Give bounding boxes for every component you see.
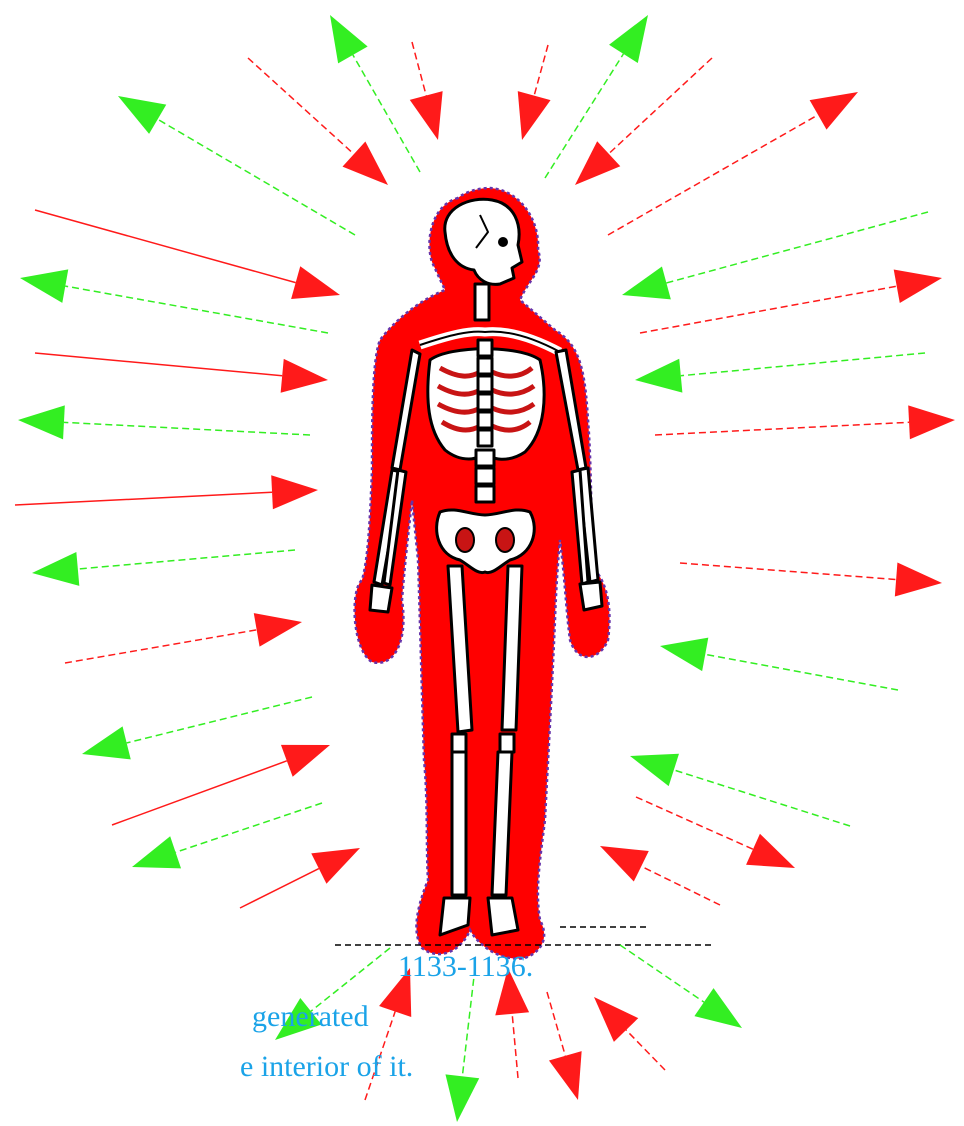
inward-arrow bbox=[495, 968, 529, 1078]
inward-arrow bbox=[35, 210, 340, 299]
arrow-shaft bbox=[547, 992, 565, 1056]
outward-arrow bbox=[32, 550, 295, 586]
outward-arrow bbox=[118, 96, 355, 235]
arrow-shaft bbox=[112, 761, 287, 825]
arrow-shaft bbox=[680, 563, 896, 579]
arrow-shaft bbox=[65, 286, 328, 333]
arrow-shaft bbox=[609, 58, 712, 154]
outward-arrow bbox=[82, 697, 312, 759]
arrow-shaft bbox=[674, 770, 850, 826]
caption-line-2: generated bbox=[252, 1002, 369, 1032]
outward-arrow bbox=[18, 405, 310, 439]
inward-arrow bbox=[640, 270, 942, 333]
arrow-head bbox=[32, 552, 79, 586]
arrow-head bbox=[18, 405, 65, 439]
outward-arrow bbox=[660, 638, 898, 690]
outward-arrow bbox=[630, 754, 850, 826]
arrow-shaft bbox=[626, 1030, 665, 1070]
caption-line-3: e interior of it. bbox=[240, 1052, 413, 1082]
arrow-head bbox=[445, 1074, 479, 1122]
arrow-shaft bbox=[158, 119, 355, 235]
inward-arrow bbox=[410, 42, 443, 140]
arrow-shaft bbox=[512, 1014, 518, 1078]
inward-arrow bbox=[35, 353, 328, 393]
arrow-shaft bbox=[35, 353, 282, 376]
arrow-head bbox=[20, 269, 68, 302]
arrow-head bbox=[82, 726, 131, 759]
inward-arrow bbox=[547, 992, 582, 1100]
outward-arrow bbox=[620, 945, 742, 1028]
caption-line-1: 1133-1136. bbox=[398, 952, 533, 982]
arrow-head bbox=[600, 846, 649, 882]
arrow-head bbox=[894, 270, 942, 303]
inward-arrow bbox=[15, 475, 318, 509]
outward-arrow bbox=[132, 803, 322, 868]
arrow-head bbox=[622, 267, 671, 300]
arrow-shaft bbox=[641, 866, 720, 905]
arrow-head bbox=[330, 15, 368, 63]
arrow-head bbox=[810, 92, 858, 130]
inward-arrow bbox=[575, 58, 712, 185]
arrow-shaft bbox=[705, 654, 898, 690]
arrow-head bbox=[311, 848, 360, 884]
inward-arrow bbox=[655, 405, 955, 439]
spine bbox=[476, 340, 494, 502]
arrow-head bbox=[291, 266, 340, 299]
neck bbox=[475, 284, 489, 320]
outward-arrow bbox=[330, 15, 420, 172]
arrow-shaft bbox=[176, 803, 322, 852]
outward-arrow bbox=[445, 968, 479, 1122]
inward-arrow bbox=[248, 58, 388, 185]
arrow-shaft bbox=[534, 45, 548, 96]
arrow-head bbox=[343, 142, 388, 185]
inward-arrow bbox=[594, 997, 665, 1070]
arrow-shaft bbox=[640, 286, 897, 333]
inward-arrow bbox=[680, 563, 942, 597]
arrow-head bbox=[549, 1051, 582, 1100]
arrow-head bbox=[410, 91, 443, 140]
inward-arrow bbox=[600, 846, 720, 905]
arrow-head bbox=[895, 563, 942, 597]
arrow-shaft bbox=[636, 797, 753, 849]
arrow-shaft bbox=[15, 492, 272, 505]
arrow-shaft bbox=[248, 58, 354, 154]
arrow-shaft bbox=[65, 630, 257, 663]
arrow-shaft bbox=[620, 945, 704, 1002]
arrow-shaft bbox=[655, 422, 909, 435]
arrow-shaft bbox=[64, 422, 310, 435]
arrow-shaft bbox=[462, 968, 475, 1076]
inward-arrow bbox=[518, 45, 551, 140]
arrow-head bbox=[118, 96, 166, 134]
arrow-shaft bbox=[412, 42, 426, 96]
arrow-shaft bbox=[666, 212, 928, 283]
arrow-head bbox=[746, 834, 795, 868]
outward-arrow bbox=[622, 212, 928, 299]
arrow-shaft bbox=[681, 353, 925, 376]
arrow-head bbox=[635, 359, 682, 393]
arrow-shaft bbox=[608, 115, 818, 235]
inward-arrow bbox=[65, 613, 302, 663]
arrow-head bbox=[660, 638, 708, 671]
inward-arrow bbox=[636, 797, 795, 868]
arrow-head bbox=[281, 745, 330, 777]
outward-arrow bbox=[635, 353, 925, 393]
inward-arrow bbox=[112, 745, 330, 825]
eye-socket bbox=[498, 237, 508, 247]
arrow-shaft bbox=[127, 697, 312, 743]
arrow-head bbox=[694, 988, 742, 1028]
arrow-head bbox=[132, 836, 181, 868]
arrow-shaft bbox=[78, 550, 295, 569]
inward-arrow bbox=[240, 848, 360, 908]
arrow-shaft bbox=[35, 210, 296, 283]
arrow-head bbox=[630, 754, 679, 786]
arrow-head bbox=[271, 475, 318, 509]
arrow-shaft bbox=[240, 869, 319, 908]
arrow-head bbox=[575, 141, 620, 185]
inward-arrow bbox=[608, 92, 858, 235]
arrow-head bbox=[518, 91, 551, 140]
arrow-head bbox=[609, 15, 648, 63]
arrow-head bbox=[254, 613, 302, 647]
arrow-head bbox=[908, 405, 955, 439]
arrow-head bbox=[281, 359, 328, 393]
